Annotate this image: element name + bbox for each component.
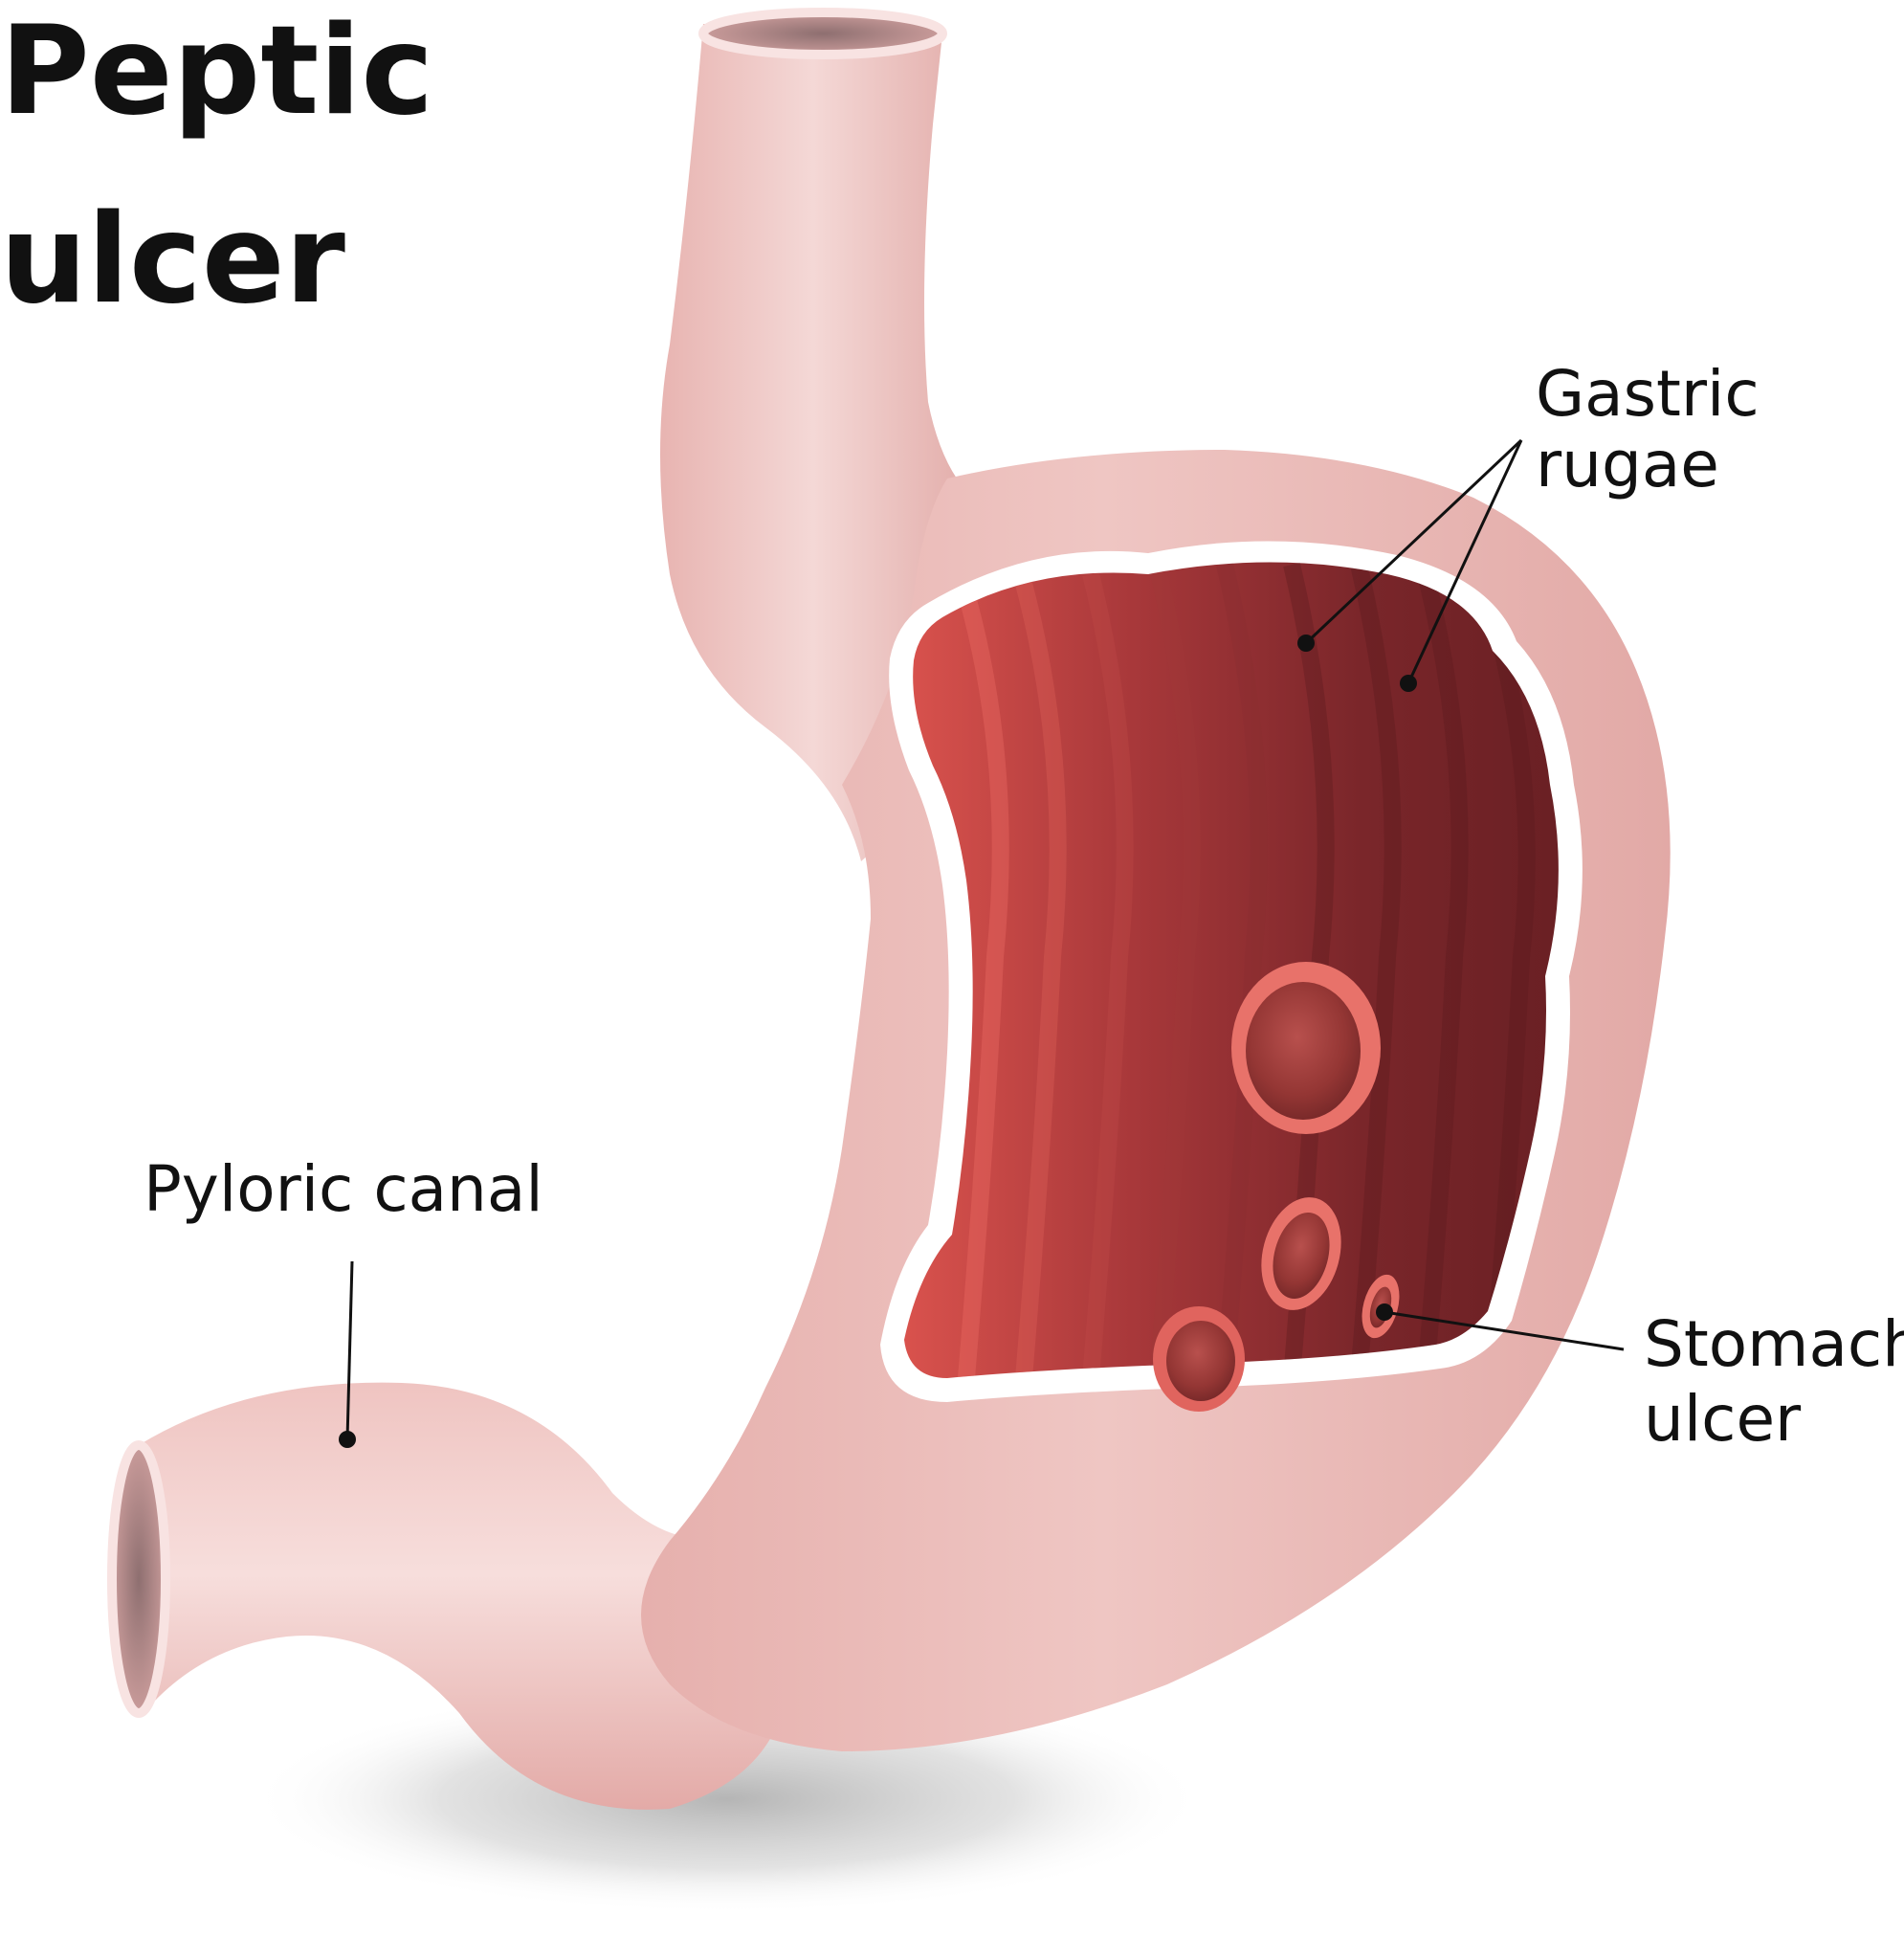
leader-line-rugae-2 bbox=[1406, 439, 1523, 684]
title-line-1: Peptic bbox=[0, 0, 433, 143]
title-line-2: ulcer bbox=[0, 189, 345, 331]
ruga-fold bbox=[1082, 571, 1134, 1378]
ruga-fold bbox=[958, 590, 1009, 1378]
label-stomach-ulcer-line-2: ulcer bbox=[1644, 1382, 1802, 1456]
ulcer-medium bbox=[1261, 1197, 1341, 1310]
gastric-mucosa bbox=[904, 562, 1559, 1378]
leader-dot-rugae-2 bbox=[1400, 675, 1417, 692]
leader-dot-rugae-1 bbox=[1297, 635, 1315, 652]
esophagus-shape bbox=[660, 24, 966, 861]
ruga-fold bbox=[1015, 581, 1067, 1378]
pyloric-opening bbox=[107, 1440, 170, 1718]
leader-line-pyloric bbox=[345, 1260, 354, 1440]
ruga-fold bbox=[1216, 562, 1268, 1378]
ulcer-round bbox=[1153, 1306, 1245, 1412]
leader-line-ulcer bbox=[1384, 1310, 1625, 1351]
label-gastric-rugae-line-2: rugae bbox=[1536, 428, 1719, 501]
ruga-fold bbox=[1484, 610, 1536, 1378]
label-pyloric-canal: Pyloric canal bbox=[144, 1152, 543, 1226]
leader-line-rugae-1 bbox=[1304, 438, 1523, 645]
leader-dot-ulcer bbox=[1376, 1303, 1393, 1321]
ruga-fold bbox=[1350, 562, 1402, 1378]
label-gastric-rugae-line-1: Gastric bbox=[1536, 357, 1760, 431]
ulcer-large bbox=[1231, 962, 1381, 1134]
ruga-fold bbox=[1417, 571, 1469, 1378]
esophagus-opening bbox=[698, 8, 947, 59]
pyloric-canal-shape bbox=[139, 1382, 785, 1810]
ruga-fold bbox=[1149, 567, 1201, 1378]
label-stomach-ulcer-line-1: Stomach bbox=[1644, 1307, 1904, 1381]
leader-dot-pyloric bbox=[339, 1431, 356, 1448]
